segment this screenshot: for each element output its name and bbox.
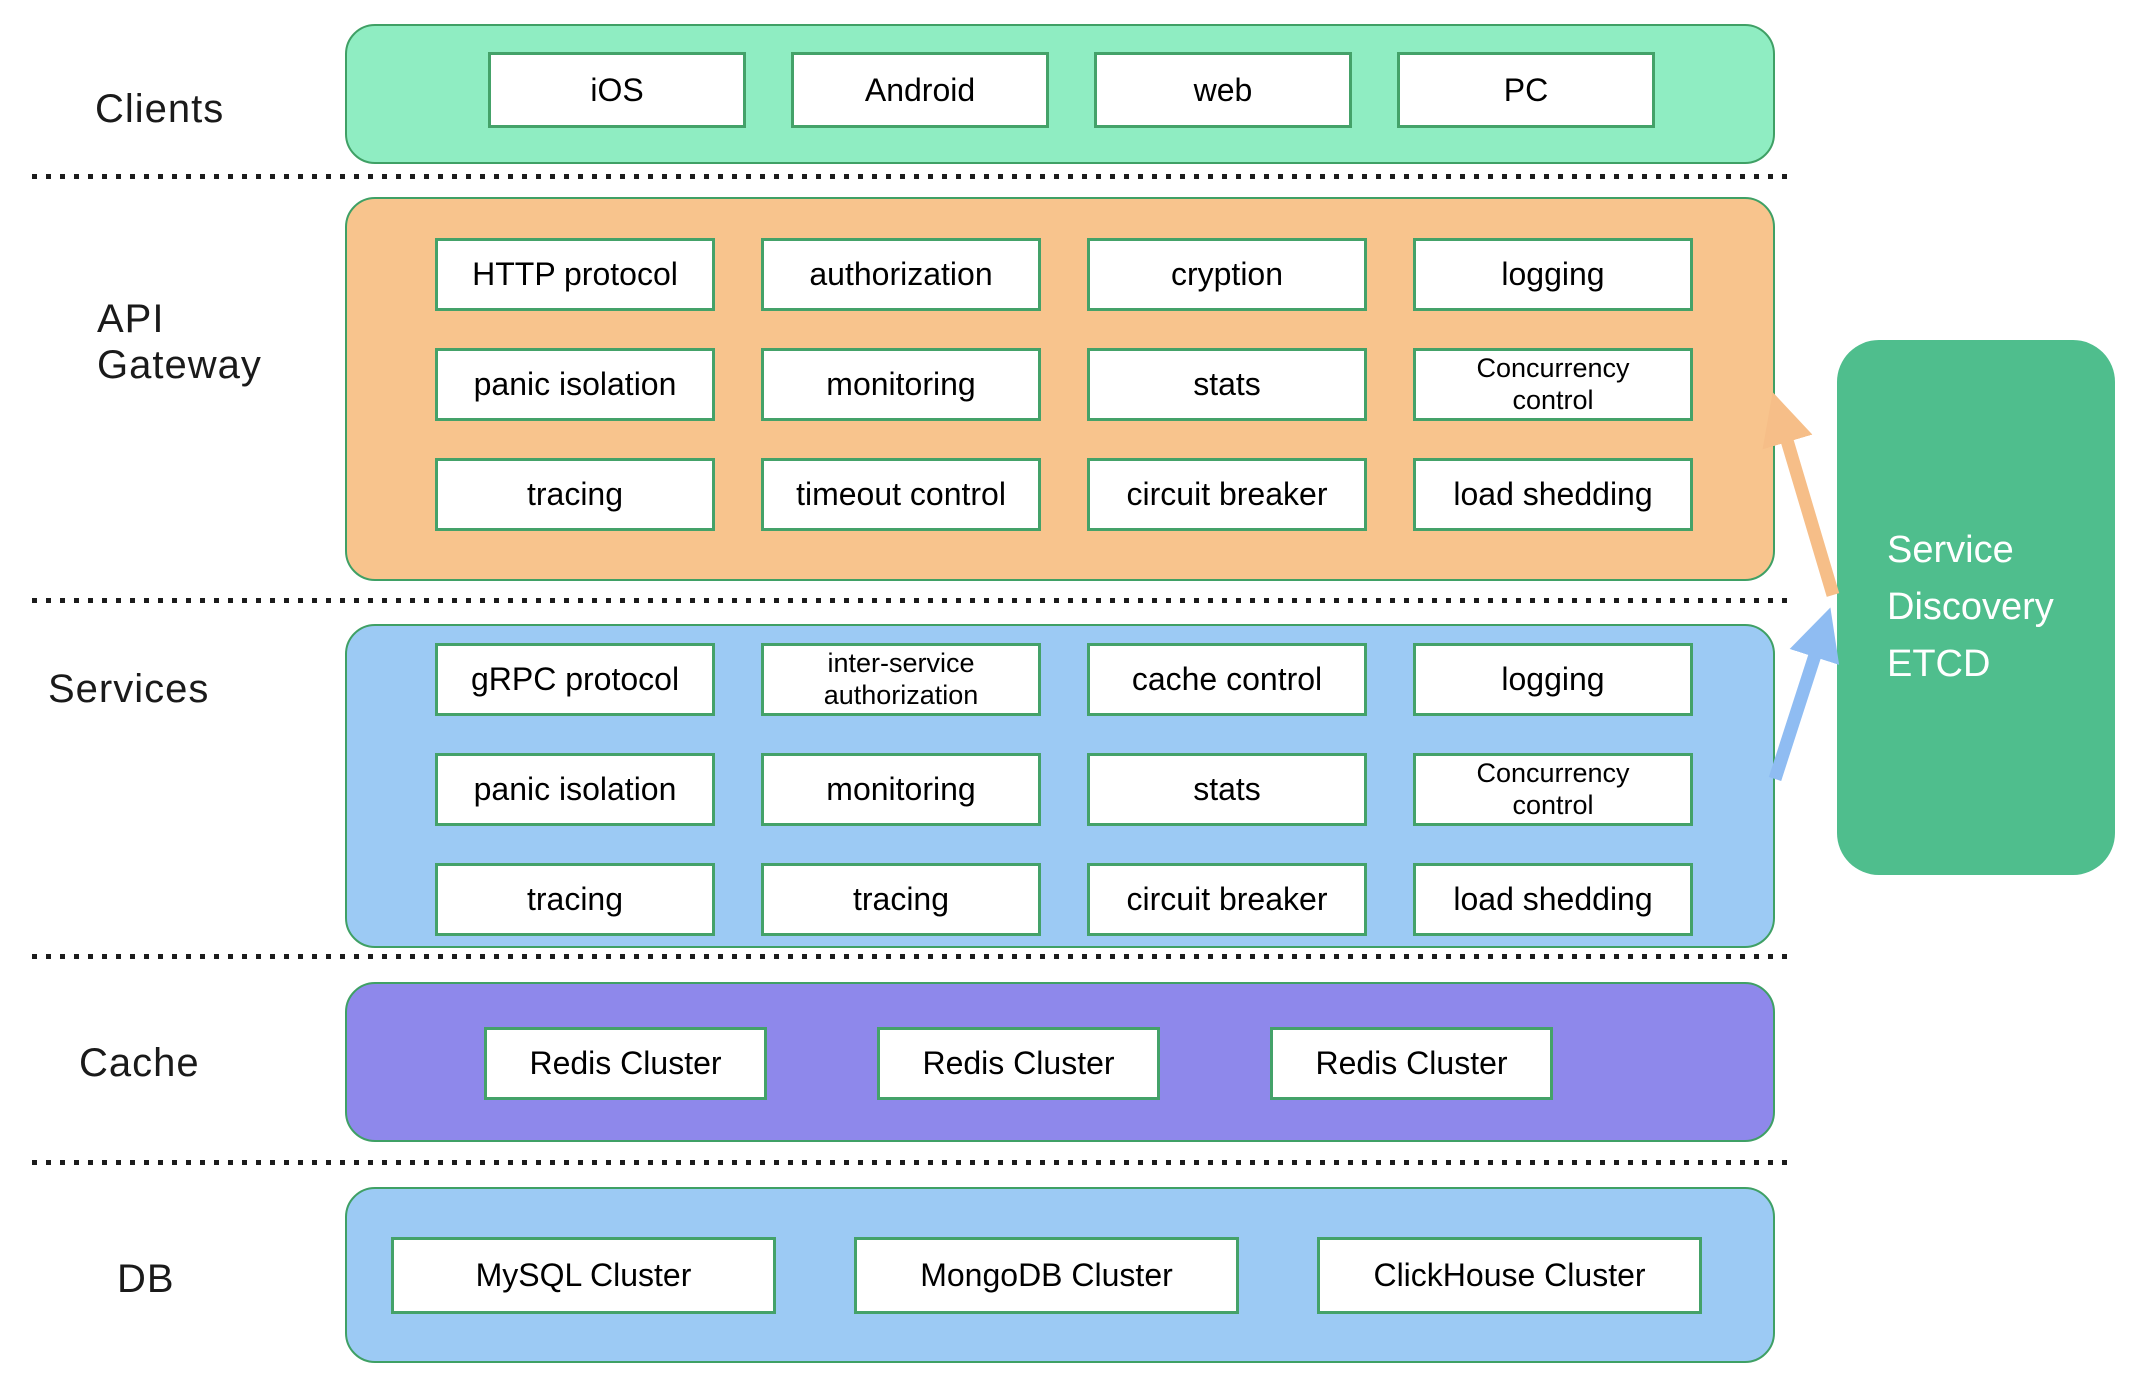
gateway-box-load-shedding: load shedding bbox=[1413, 458, 1693, 531]
cache-box-redis-cluster-3: Redis Cluster bbox=[1270, 1027, 1553, 1100]
layer-label-api-gateway-line2: Gateway bbox=[97, 343, 262, 387]
arrow-etcd-to-api-gateway bbox=[1762, 392, 1840, 597]
etcd-label-line1: Service bbox=[1887, 529, 2014, 571]
gateway-box-cryption: cryption bbox=[1087, 238, 1367, 311]
gateway-box-stats: stats bbox=[1087, 348, 1367, 421]
layer-label-api-gateway: API Gateway bbox=[97, 296, 262, 388]
client-box-web: web bbox=[1094, 52, 1352, 128]
layer-label-clients: Clients bbox=[95, 87, 225, 131]
gateway-box-timeout-control: timeout control bbox=[761, 458, 1041, 531]
service-box-grpc-protocol: gRPC protocol bbox=[435, 643, 715, 716]
api-gateway-layer: HTTP protocol authorization cryption log… bbox=[345, 197, 1775, 581]
separator-services-cache bbox=[32, 954, 1794, 959]
service-discovery-etcd-box: Service Discovery ETCD bbox=[1837, 340, 2115, 875]
gateway-box-authorization: authorization bbox=[761, 238, 1041, 311]
layer-label-api-gateway-line1: API bbox=[97, 297, 165, 341]
service-box-tracing-2: tracing bbox=[761, 863, 1041, 936]
db-box-clickhouse-cluster: ClickHouse Cluster bbox=[1317, 1237, 1702, 1314]
gateway-box-concurrency-control: Concurrency control bbox=[1413, 348, 1693, 421]
cache-box-redis-cluster-1: Redis Cluster bbox=[484, 1027, 767, 1100]
service-box-inter-service-authorization: inter-service authorization bbox=[761, 643, 1041, 716]
service-box-cache-control: cache control bbox=[1087, 643, 1367, 716]
service-box-monitoring: monitoring bbox=[761, 753, 1041, 826]
separator-clients-gateway bbox=[32, 174, 1794, 179]
gateway-box-panic-isolation: panic isolation bbox=[435, 348, 715, 421]
gateway-box-http-protocol: HTTP protocol bbox=[435, 238, 715, 311]
gateway-box-logging: logging bbox=[1413, 238, 1693, 311]
db-box-mongodb-cluster: MongoDB Cluster bbox=[854, 1237, 1239, 1314]
db-layer: MySQL Cluster MongoDB Cluster ClickHouse… bbox=[345, 1187, 1775, 1363]
layer-label-services: Services bbox=[48, 667, 210, 711]
service-box-circuit-breaker: circuit breaker bbox=[1087, 863, 1367, 936]
gateway-box-monitoring: monitoring bbox=[761, 348, 1041, 421]
service-box-load-shedding: load shedding bbox=[1413, 863, 1693, 936]
separator-gateway-services bbox=[32, 598, 1794, 603]
service-box-panic-isolation: panic isolation bbox=[435, 753, 715, 826]
service-box-logging: logging bbox=[1413, 643, 1693, 716]
cache-layer: Redis Cluster Redis Cluster Redis Cluste… bbox=[345, 982, 1775, 1142]
gateway-box-circuit-breaker: circuit breaker bbox=[1087, 458, 1367, 531]
separator-cache-db bbox=[32, 1160, 1794, 1165]
service-box-tracing-1: tracing bbox=[435, 863, 715, 936]
client-box-ios: iOS bbox=[488, 52, 746, 128]
db-box-mysql-cluster: MySQL Cluster bbox=[391, 1237, 776, 1314]
gateway-box-tracing: tracing bbox=[435, 458, 715, 531]
clients-layer: iOS Android web PC bbox=[345, 24, 1775, 164]
layer-label-db: DB bbox=[117, 1257, 175, 1301]
cache-box-redis-cluster-2: Redis Cluster bbox=[877, 1027, 1160, 1100]
service-box-stats: stats bbox=[1087, 753, 1367, 826]
service-box-concurrency-control: Concurrency control bbox=[1413, 753, 1693, 826]
layer-label-cache: Cache bbox=[79, 1041, 200, 1085]
arrow-services-to-etcd bbox=[1768, 607, 1840, 781]
client-box-pc: PC bbox=[1397, 52, 1655, 128]
client-box-android: Android bbox=[791, 52, 1049, 128]
etcd-label-line2: Discovery bbox=[1887, 586, 2054, 628]
services-layer: gRPC protocol inter-service authorizatio… bbox=[345, 624, 1775, 948]
etcd-label-line3: ETCD bbox=[1887, 643, 1991, 685]
